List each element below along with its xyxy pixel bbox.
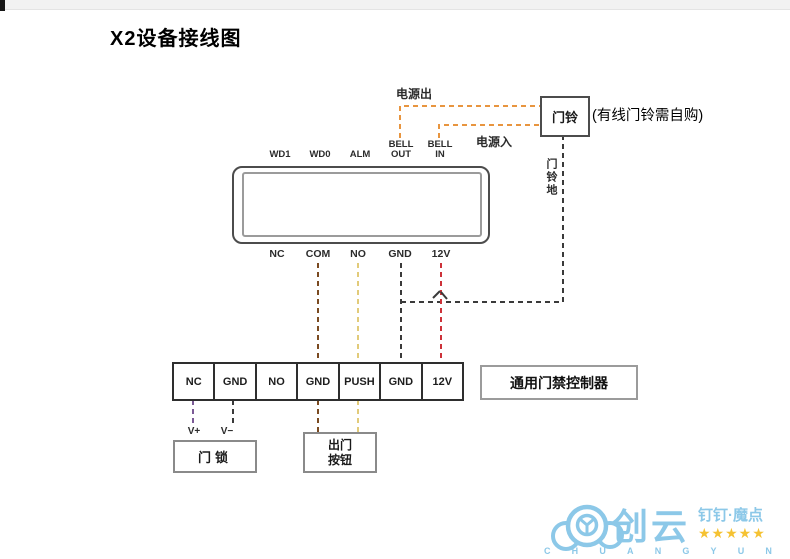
watermark-partner-text: 钉钉·魔点 [698,507,763,524]
watermark-letter: H [571,546,579,556]
pin-label-wd0: WD0 [309,149,331,160]
watermark-letter: Y [710,546,717,556]
watermark-letter: N [654,546,662,556]
watermark-brand-text: 创云 [612,506,691,547]
pin-label-wd1: WD1 [269,149,291,160]
doorbell-box: 门铃 [540,96,590,137]
exit-button-box: 出门 按钮 [303,432,377,473]
watermark-stars: ★★★★★ [698,525,766,541]
terminal-cell-push: PUSH [337,364,379,399]
watermark-letter: N [765,546,772,556]
power-out-label: 电源出 [396,87,433,101]
terminal-cell-gnd3: GND [379,364,420,399]
terminal-cell-gnd2: GND [296,364,337,399]
window-top-strip [0,0,790,10]
connector-block-inner [242,172,482,237]
doorbell-ground-label: 门铃地 [545,158,557,197]
terminal-strip: NC GND NO GND PUSH GND 12V [172,362,464,401]
door-lock-box: 门锁 [173,440,257,473]
pin-label-no: NO [350,248,366,260]
watermark-letter: U [599,546,606,556]
lock-vplus-label: V+ [187,426,201,437]
lock-vminus-label: V− [220,426,234,437]
wire-crossing-hop-left [432,290,441,299]
pin-label-gnd: GND [388,248,412,260]
page-title: X2设备接线图 [110,28,242,50]
doorbell-note: (有线门铃需自购) [592,108,704,124]
window-corner-mark [0,0,5,11]
watermark: 创云 钉钉·魔点 ★★★★★ C H U A N G Y U N [540,498,782,558]
terminal-cell-gnd1: GND [213,364,254,399]
pin-label-alm: ALM [349,149,371,160]
watermark-letter: C [544,546,551,556]
exit-button-label-line1: 出门 [327,437,352,452]
access-controller-box: 通用门禁控制器 [480,365,638,400]
wire-crossing-hop-right [440,291,448,300]
pin-label-bell-out: BELL OUT [388,139,414,160]
exit-button-label-line2: 按钮 [327,452,352,467]
pin-label-nc: NC [269,248,285,260]
wire-power-out-wire [399,105,540,138]
terminal-cell-12v: 12V [420,364,462,399]
cloud-logo-icon [551,504,624,551]
watermark-letter: A [627,546,634,556]
pin-label-com: COM [305,248,331,260]
terminal-cell-no: NO [254,364,296,399]
pin-label-12v: 12V [431,248,451,260]
watermark-letter: U [737,546,745,556]
power-in-label: 电源入 [476,135,513,149]
terminal-cell-nc: NC [185,375,202,388]
pin-label-bell-in: BELL IN [427,139,453,160]
watermark-letter: G [682,546,690,556]
